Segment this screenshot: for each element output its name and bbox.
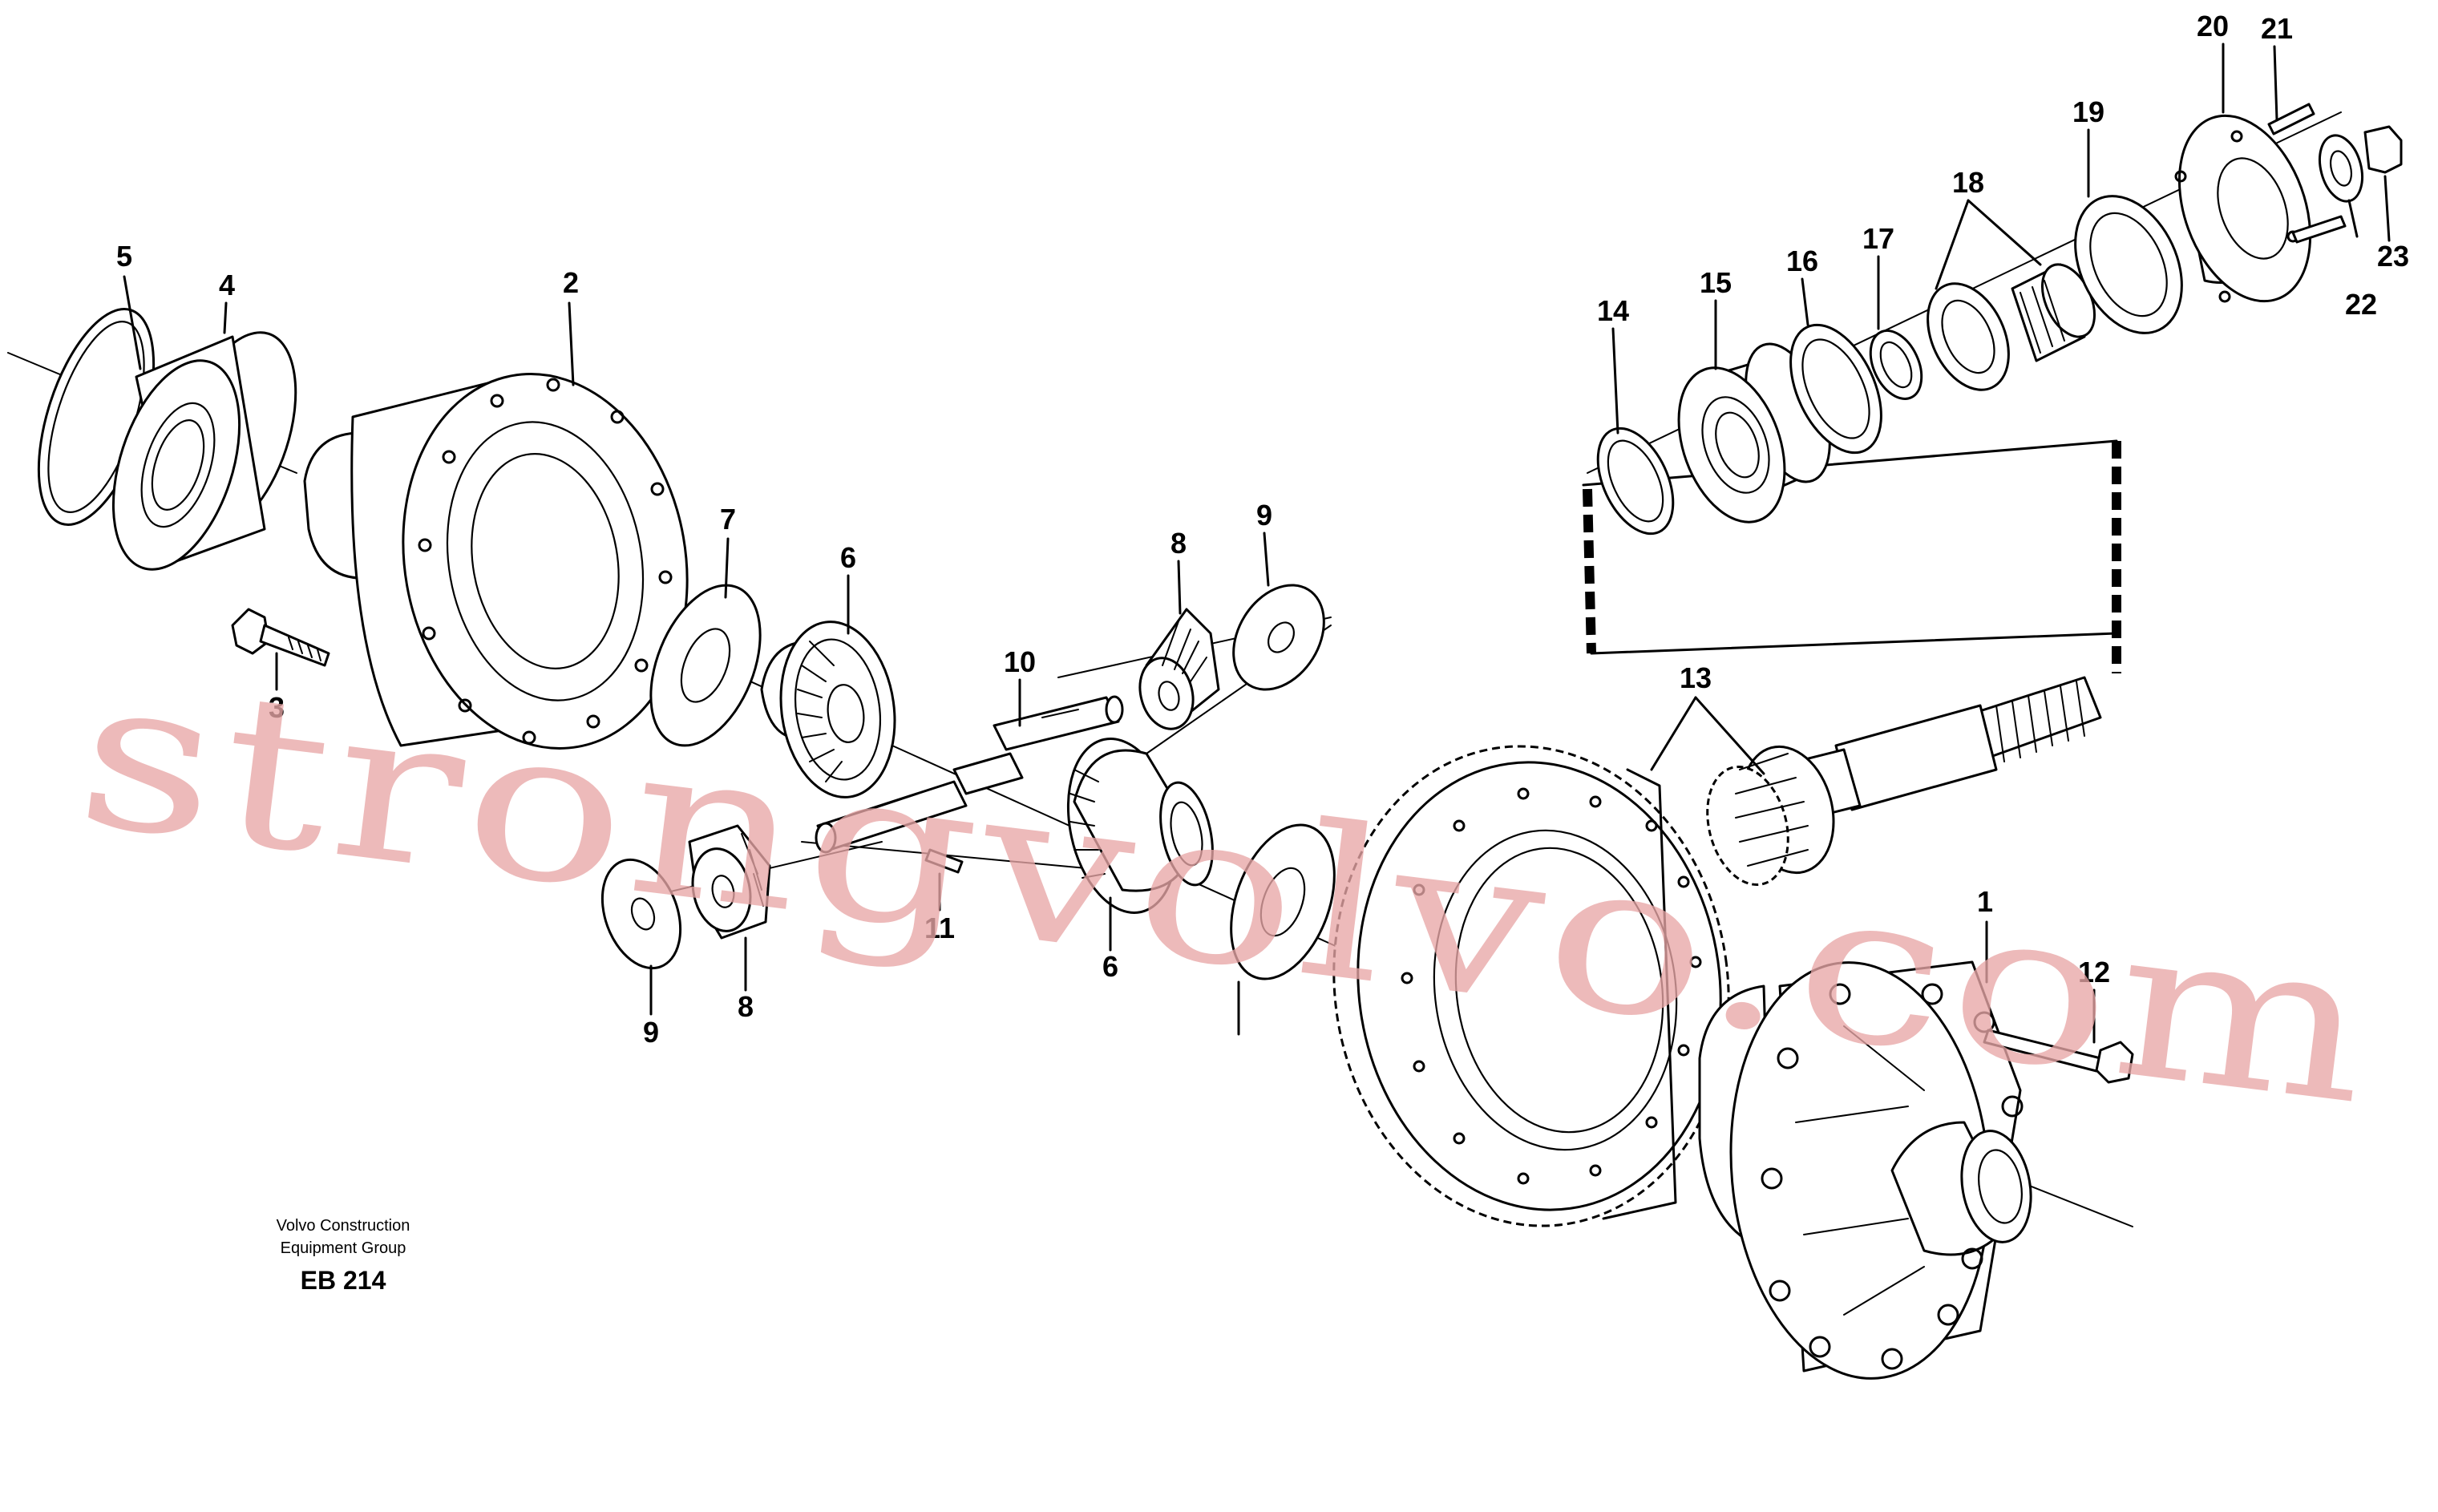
callout-13: 13: [1680, 661, 1712, 694]
part-23-washer-nut: [2319, 125, 2403, 203]
callout-11: 11: [924, 912, 955, 944]
part-22-stud: [2291, 215, 2347, 244]
callout-3: 3: [269, 691, 285, 724]
part-14-shim: [1596, 427, 1675, 536]
callout-16: 16: [1786, 245, 1818, 277]
company-line-1: Volvo Construction: [277, 1217, 410, 1235]
callout-9-lower: 9: [643, 1016, 659, 1049]
company-line-2: Equipment Group: [281, 1239, 406, 1257]
callout-4: 4: [219, 269, 235, 301]
callout-5: 5: [116, 240, 132, 273]
housing-bolt-holes: [418, 378, 673, 745]
callout-2: 2: [563, 266, 579, 299]
crown-bolt-holes: [1401, 787, 1702, 1185]
callout-10: 10: [1004, 645, 1036, 678]
callout-9-upper: 9: [1256, 499, 1272, 532]
part-21-stud: [2267, 103, 2315, 135]
callout-12: 12: [2078, 956, 2110, 988]
callout-17: 17: [1862, 222, 1894, 255]
part-20-companion-flange: [2174, 114, 2312, 303]
part-7-thrust-washer-lower: [1230, 823, 1336, 980]
callout-6-upper: 6: [840, 541, 856, 574]
callout-18: 18: [1952, 166, 1984, 199]
callout-6-lower: 6: [1102, 950, 1118, 983]
callout-14: 14: [1597, 294, 1629, 327]
part-9-washer-lower: [600, 858, 682, 970]
part-12-bolt: [1983, 1029, 2134, 1084]
part-2-differential-housing: [303, 373, 689, 750]
part-10-cross-shaft: [815, 695, 1124, 854]
part-7-thrust-washer: [649, 584, 762, 747]
part-13-pinion-shaft: [1706, 676, 2102, 887]
callout-19: 19: [2072, 95, 2104, 128]
callout-21: 21: [2261, 12, 2293, 45]
part-1-differential-case: [1698, 960, 2032, 1380]
callout-20: 20: [2197, 10, 2229, 42]
part-6-side-gear-upper: [760, 621, 896, 798]
part-11-pin: [924, 848, 964, 874]
part-19-bearing-cup: [2074, 195, 2183, 334]
part-16-ring: [1789, 323, 1882, 455]
drawing-code: EB 214: [301, 1266, 386, 1295]
leader-lines: [123, 42, 2391, 1044]
part-6-side-gear-lower: [1066, 738, 1214, 914]
part-9-washer-upper: [1232, 584, 1325, 691]
callout-numbers: 1 2 3 4 5 6 6 7 8 8 9 9 10 11 12 13 14 1…: [116, 10, 2409, 1049]
part-17-spacer: [1869, 329, 1923, 400]
callout-7: 7: [720, 503, 736, 536]
callout-8-lower: 8: [738, 990, 754, 1023]
assembly-bracket-box: [1582, 439, 2121, 673]
callout-23: 23: [2377, 240, 2409, 273]
callout-22: 22: [2345, 288, 2377, 321]
part-4-bearing: [111, 331, 297, 571]
footer-credit: Volvo Construction Equipment Group EB 21…: [277, 1217, 410, 1295]
part-8-pinion-gear-lower: [688, 824, 771, 940]
part-8-pinion-gear-upper: [1138, 608, 1220, 730]
case-bolt-heads: [1761, 983, 2024, 1370]
callout-15: 15: [1700, 266, 1732, 299]
part-18-taper-bearing: [1927, 263, 2096, 391]
callout-1: 1: [1977, 885, 1993, 918]
callout-8-upper: 8: [1170, 527, 1187, 560]
part-13-crown-wheel: [1332, 745, 1730, 1227]
part-3-bolt: [231, 608, 330, 667]
